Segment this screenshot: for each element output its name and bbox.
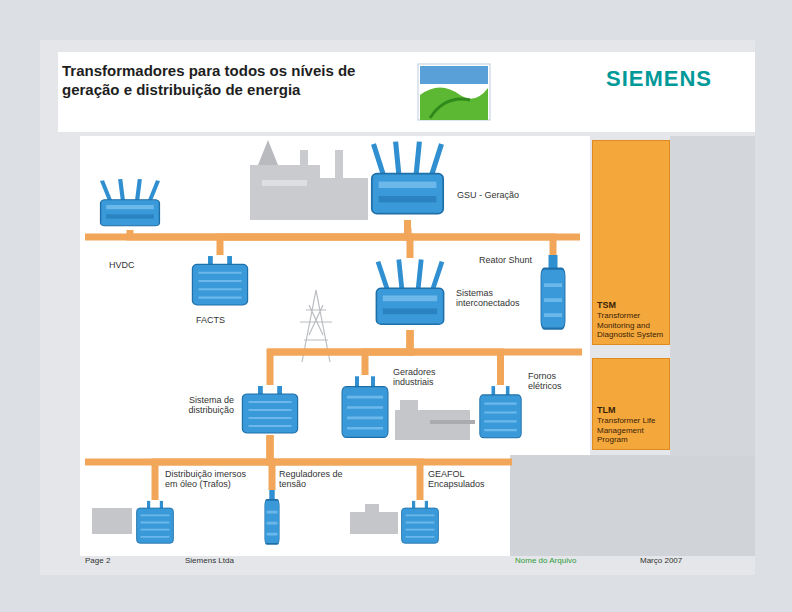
transformer-node: Reguladores de tensão xyxy=(263,490,281,545)
info-panel: TLMTransformer Life Management Program xyxy=(592,358,670,450)
transformer-node: Distribuição imersos em óleo (Trafos) xyxy=(135,500,175,545)
transformer-node: GEAFOL Encapsulados xyxy=(400,500,440,545)
busbar xyxy=(85,228,582,462)
node-label: GSU - Geração xyxy=(457,190,537,200)
node-label: Distribuição imersos em óleo (Trafos) xyxy=(165,469,260,490)
transformer-icon xyxy=(240,385,300,435)
node-label: Geradores industriais xyxy=(393,367,461,388)
panel-heading: TLM xyxy=(597,405,665,416)
transformer-node: HVDC xyxy=(95,178,165,230)
node-label: Fornos elétricos xyxy=(528,371,584,392)
bus-connector xyxy=(155,435,270,500)
bus-connector xyxy=(408,220,554,255)
transformer-icon xyxy=(135,500,175,545)
bus-connector xyxy=(220,220,408,255)
transformer-node: Fornos elétricos xyxy=(478,385,523,440)
transformer-icon xyxy=(538,255,568,330)
footer-date: Março 2007 xyxy=(640,556,682,565)
info-panel: TSMTransformer Monitoring and Diagnostic… xyxy=(592,140,670,345)
transformer-icon xyxy=(400,500,440,545)
bus-connector xyxy=(408,220,411,258)
footer-company: Siemens Ltda xyxy=(185,556,234,565)
slide xyxy=(40,40,755,575)
node-label: HVDC xyxy=(109,260,165,270)
grey-column xyxy=(670,136,755,456)
transformer-icon xyxy=(340,375,390,440)
transformer-node: Sistemas interconectados xyxy=(370,258,450,330)
bus-connector xyxy=(270,330,410,385)
power-plant xyxy=(250,140,368,220)
node-label: Sistema de distribuição xyxy=(160,395,234,416)
transformer-node: FACTS xyxy=(190,255,250,307)
green-logo xyxy=(418,64,490,120)
transformer-icon xyxy=(263,490,281,545)
transformer-icon xyxy=(365,140,450,220)
transformer-node: Reator Shunt xyxy=(538,255,568,330)
transformer-icon xyxy=(478,385,523,440)
company-logo: SIEMENS xyxy=(606,66,712,92)
transformer-node: Sistema de distribuição xyxy=(240,385,300,435)
panel-body: Transformer Life Management Program xyxy=(597,416,665,445)
title-band xyxy=(58,52,755,132)
node-label: Reguladores de tensão xyxy=(279,469,357,490)
node-label: GEAFOL Encapsulados xyxy=(428,469,508,490)
transformer-icon xyxy=(190,255,250,307)
panel-body: Transformer Monitoring and Diagnostic Sy… xyxy=(597,311,665,340)
bus-connector xyxy=(270,435,420,500)
node-label: FACTS xyxy=(196,315,252,325)
transformer-node: Geradores industriais xyxy=(340,375,390,440)
node-label: Sistemas interconectados xyxy=(456,288,528,309)
transformer-icon xyxy=(95,178,165,230)
page-number: Page 2 xyxy=(85,556,110,565)
node-label: Reator Shunt xyxy=(476,255,532,265)
grey-area xyxy=(510,455,755,556)
transformer-node: GSU - Geração xyxy=(365,140,450,220)
transformer-icon xyxy=(370,258,450,330)
footer-file: Nome do Arquivo xyxy=(515,556,576,565)
slide-title: Transformadores para todos os níveis de … xyxy=(62,62,407,100)
panel-heading: TSM xyxy=(597,300,665,311)
